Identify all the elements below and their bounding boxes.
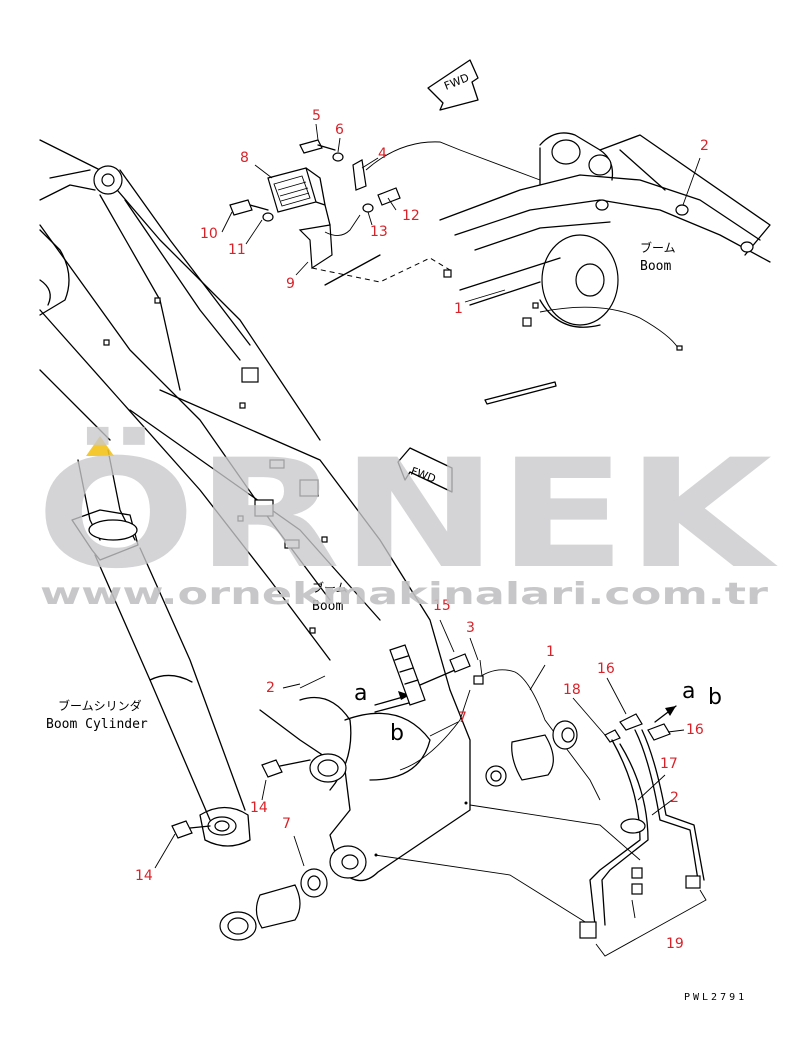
callout-14-a: 14 [250, 800, 268, 816]
callout-5: 5 [312, 108, 321, 124]
callout-2-low: 2 [670, 790, 679, 806]
callout-1-mid: 1 [546, 644, 555, 660]
callout-13: 13 [370, 224, 388, 240]
boom-cylinder-en: Boom Cylinder [46, 717, 148, 732]
callout-16-b: 16 [686, 722, 704, 738]
callout-16-a: 16 [597, 661, 615, 677]
callout-4: 4 [378, 146, 387, 162]
callout-7-mid: 7 [458, 710, 467, 726]
callout-15: 15 [433, 598, 451, 614]
callout-10: 10 [200, 226, 218, 242]
boom-cylinder [71, 449, 251, 847]
callout-12: 12 [402, 208, 420, 224]
arrow-b-label: b [390, 721, 404, 746]
callout-9: 9 [286, 276, 295, 292]
fwd-arrow-top: FWD [427, 59, 479, 111]
boom-en-mid: Boom [312, 599, 343, 614]
arrows-ab-mid [374, 644, 471, 713]
boom-foot [259, 675, 641, 926]
watermark-brand: ÖRNEK [36, 426, 778, 602]
callout-6: 6 [335, 122, 344, 138]
callout-2-mid: 2 [266, 680, 275, 696]
callout-numbers: 5 6 4 8 2 10 11 12 13 9 1 15 3 1 2 7 18 … [135, 108, 709, 952]
grease-piping [399, 659, 707, 957]
callout-17: 17 [660, 756, 678, 772]
watermark: ÖRNEK www.ornekmakinalari.com.tr [36, 426, 778, 612]
callout-19: 19 [666, 936, 684, 952]
callout-18: 18 [563, 682, 581, 698]
arrow-a2-label: a [682, 679, 695, 704]
leader-lines [154, 123, 701, 869]
boom-en-top: Boom [640, 259, 671, 274]
arrow-a-label: a [354, 681, 367, 706]
boom-upper-right [439, 132, 771, 405]
fwd-label-top: FWD [442, 71, 471, 93]
callout-1-top: 1 [454, 301, 463, 317]
callout-3: 3 [466, 620, 475, 636]
grease-fittings [171, 759, 311, 839]
drawing-code: PWL2791 [684, 992, 747, 1003]
callout-8: 8 [240, 150, 249, 166]
boom-main [39, 139, 451, 691]
watermark-url: www.ornekmakinalari.com.tr [40, 577, 768, 612]
boom-jp-top: ブーム [640, 240, 676, 255]
callout-2-top: 2 [700, 138, 709, 154]
callout-7-low: 7 [282, 816, 291, 832]
watermark-accent-icon [86, 436, 114, 456]
lower-bushings [219, 868, 328, 941]
work-lamp-assembly [229, 139, 541, 286]
callout-11: 11 [228, 242, 246, 258]
boom-jp-mid: ブーム [312, 580, 348, 595]
boom-cylinder-jp: ブームシリンダ [58, 698, 142, 713]
callout-14-b: 14 [135, 868, 153, 884]
arrow-b2-label: b [708, 685, 722, 710]
